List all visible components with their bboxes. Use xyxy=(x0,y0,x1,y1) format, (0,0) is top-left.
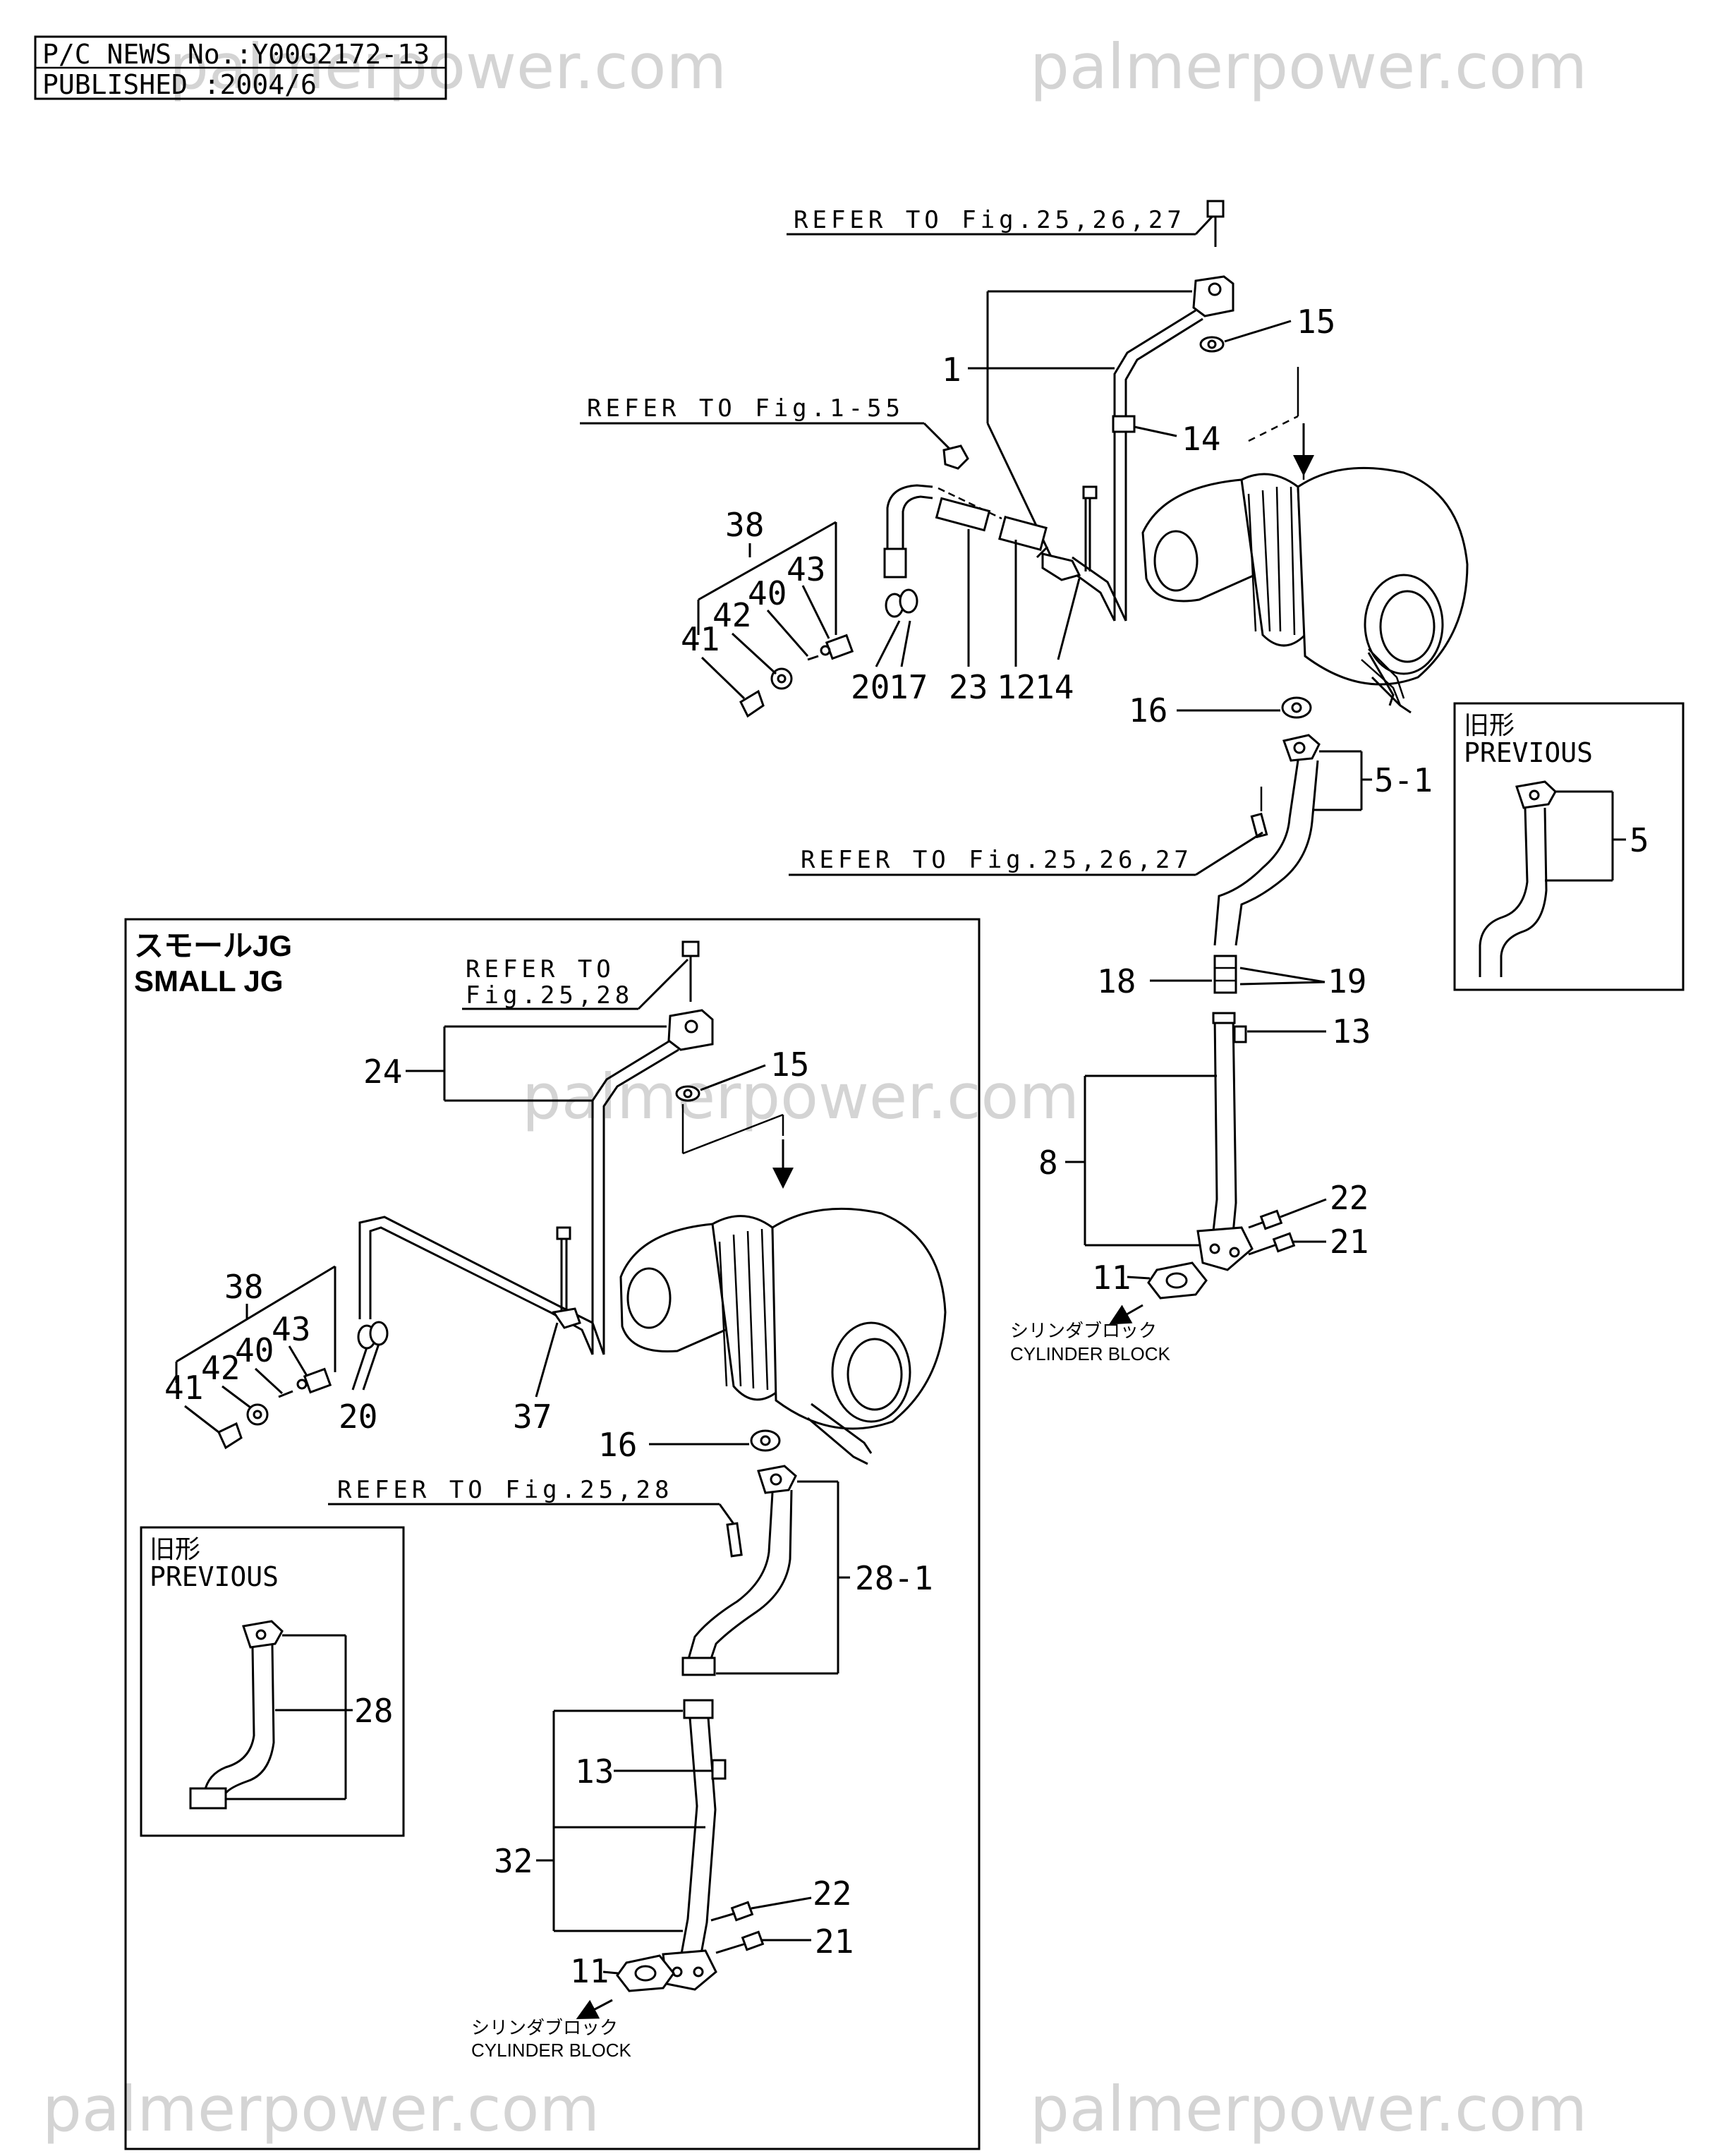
label-5-1: 5-1 xyxy=(1374,761,1433,799)
small-label-20: 20 xyxy=(339,1398,377,1436)
ref-fig-25-26-27-top: REFER TO Fig.25,26,27 xyxy=(794,206,1186,234)
watermark-bottom-left: palmerpower.com xyxy=(42,2073,600,2145)
hose-18 xyxy=(1213,955,1237,994)
small-jg-section: スモールJG SMALL JG REFER TO Fig.25,28 24 15 xyxy=(124,918,981,2150)
label-20: 20 xyxy=(851,668,890,706)
pipe-bracket-top xyxy=(1192,275,1234,317)
ref-fig-25-28-top-l2: Fig.25,28 xyxy=(466,981,633,1010)
label-8: 8 xyxy=(1038,1144,1058,1182)
watermark-top-right: palmerpower.com xyxy=(1030,30,1587,103)
label-13: 13 xyxy=(1332,1012,1371,1050)
bolt-top-head xyxy=(1206,200,1225,218)
previous-label-5: 5 xyxy=(1630,821,1649,859)
small-label-28-1: 28-1 xyxy=(855,1559,933,1597)
watermarks: palmerpower.com palmerpower.com palmerpo… xyxy=(42,30,1587,2145)
gasket-15 xyxy=(1199,336,1225,353)
ref-fig-25-28-lower: REFER TO Fig.25,28 xyxy=(337,1476,673,1504)
small-jg-title-jp: スモールJG xyxy=(134,929,292,962)
small-cylinder-block-jp: シリンダブロック xyxy=(471,2017,618,2038)
previous-jp: 旧形 xyxy=(1464,710,1515,739)
watermark-top-left: palmerpower.com xyxy=(169,30,727,103)
small-previous-label-28: 28 xyxy=(354,1692,393,1730)
watermark-middle: palmerpower.com xyxy=(522,1060,1079,1133)
small-turbocharger xyxy=(619,1207,947,1465)
small-jg-title-en: SMALL JG xyxy=(134,964,284,998)
small-previous-en: PREVIOUS xyxy=(150,1561,279,1592)
cylinder-block-en: CYLINDER BLOCK xyxy=(1010,1343,1170,1364)
label-16: 16 xyxy=(1129,691,1167,729)
gasket-11 xyxy=(1147,1261,1208,1300)
small-label-38: 38 xyxy=(224,1268,263,1306)
label-23: 23 xyxy=(949,668,988,706)
clip-13 xyxy=(1233,1025,1247,1043)
main-assembly: REFER TO Fig.25,26,27 1 15 14 xyxy=(580,200,1469,1364)
label-14-lower: 14 xyxy=(1035,668,1074,706)
small-label-11: 11 xyxy=(570,1952,609,1990)
clip-14-lower xyxy=(1041,552,1081,581)
small-previous-jp: 旧形 xyxy=(150,1534,200,1563)
label-17: 17 xyxy=(889,668,928,706)
small-label-43: 43 xyxy=(272,1310,310,1348)
drain-pipe-5-1 xyxy=(1213,760,1299,946)
small-label-42: 42 xyxy=(201,1349,240,1387)
label-15: 15 xyxy=(1297,303,1335,341)
drain-pipe-8 xyxy=(1212,1015,1218,1232)
drain-pipe-5-1-flange xyxy=(1282,734,1321,762)
clip-14-upper xyxy=(1112,415,1136,433)
label-43: 43 xyxy=(787,550,825,588)
previous-box-right: 旧形 PREVIOUS 5 xyxy=(1453,702,1685,991)
flexible-hose xyxy=(886,484,933,550)
small-label-24: 24 xyxy=(363,1053,402,1091)
union-nut xyxy=(942,444,969,470)
label-21: 21 xyxy=(1330,1223,1369,1261)
fitting-12 xyxy=(998,515,1048,552)
published-date: PUBLISHED :2004/6 xyxy=(42,69,317,100)
small-label-32: 32 xyxy=(494,1842,533,1880)
ref-fig-25-26-27-lower: REFER TO Fig.25,26,27 xyxy=(801,846,1193,874)
small-label-16: 16 xyxy=(598,1426,637,1464)
small-label-37: 37 xyxy=(513,1398,552,1436)
cylinder-block-jp: シリンダブロック xyxy=(1010,1320,1157,1341)
small-cylinder-block-en: CYLINDER BLOCK xyxy=(471,2040,631,2061)
small-relief-valve-group xyxy=(217,1367,332,1450)
label-14-upper: 14 xyxy=(1182,420,1220,458)
washer-20 xyxy=(899,588,918,614)
label-42: 42 xyxy=(712,596,751,634)
small-feed-pipe-24 xyxy=(591,1039,671,1355)
small-drain-pipe-32 xyxy=(679,1717,698,1958)
ref-fig-25-28-top-l1: REFER TO xyxy=(466,955,615,983)
gasket-16 xyxy=(1281,696,1312,719)
news-number: P/C NEWS No.:Y00G2172-13 xyxy=(42,39,430,70)
small-label-21: 21 xyxy=(815,1922,854,1961)
label-38: 38 xyxy=(725,506,764,544)
label-18: 18 xyxy=(1097,962,1136,1000)
ref-fig-1-55: REFER TO Fig.1-55 xyxy=(587,394,904,423)
small-label-22: 22 xyxy=(813,1875,851,1913)
label-41: 41 xyxy=(681,620,720,658)
label-1: 1 xyxy=(942,351,961,389)
small-label-15: 15 xyxy=(770,1046,809,1084)
small-label-13: 13 xyxy=(575,1752,614,1791)
label-40: 40 xyxy=(748,574,787,612)
header-box: P/C NEWS No.:Y00G2172-13 PUBLISHED :2004… xyxy=(34,35,447,100)
turbocharger xyxy=(1141,466,1469,714)
small-previous-box: 旧形 PREVIOUS 28 xyxy=(140,1526,405,1837)
label-11: 11 xyxy=(1092,1259,1131,1297)
small-label-40: 40 xyxy=(235,1331,274,1369)
small-drain-pipe-28-1 xyxy=(686,1492,774,1662)
label-19: 19 xyxy=(1328,962,1366,1000)
watermark-bottom-right: palmerpower.com xyxy=(1030,2073,1587,2145)
label-12: 12 xyxy=(997,668,1036,706)
fitting-23 xyxy=(935,497,991,532)
label-22: 22 xyxy=(1330,1179,1369,1217)
relief-valve-group xyxy=(739,634,854,718)
previous-en: PREVIOUS xyxy=(1464,737,1593,768)
small-label-41: 41 xyxy=(164,1369,203,1407)
oil-feed-pipe xyxy=(1113,309,1196,621)
